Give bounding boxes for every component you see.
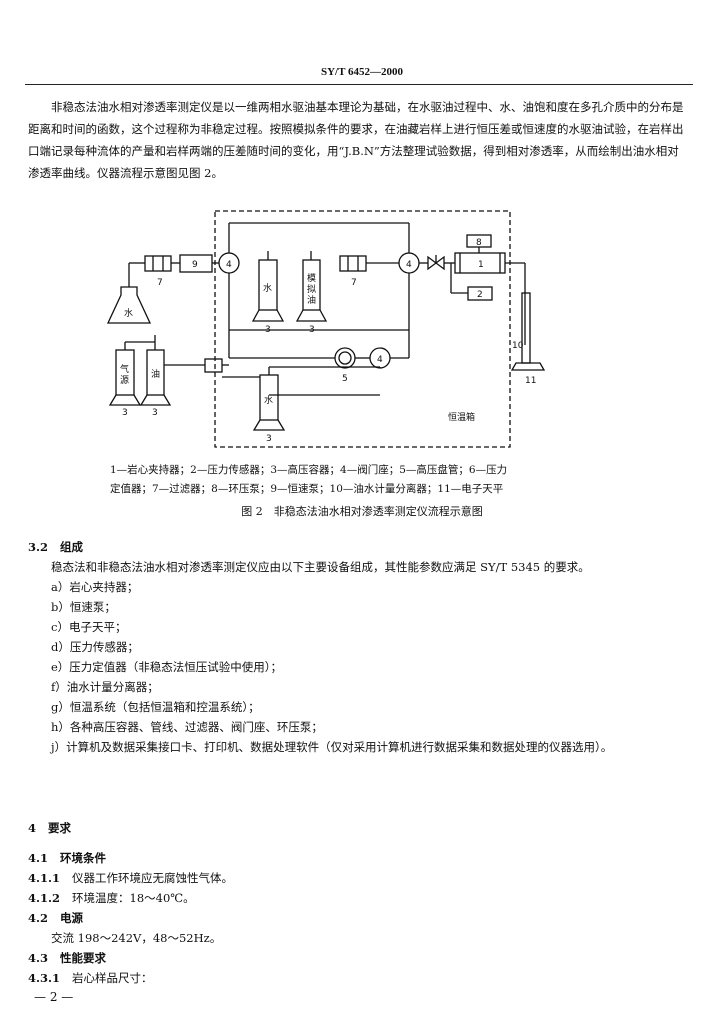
section-4-1-2-text: 环境温度：18～40℃。 [72, 891, 195, 905]
filter-left [144, 255, 172, 272]
caption-line-2: 定值器；7—过滤器；8—环压泵；9—恒速泵；10—油水计量分离器；11—电子天平 [110, 483, 504, 495]
label-1: 1 [478, 260, 484, 270]
label-8: 8 [476, 238, 482, 248]
page-number: — 2 — [34, 990, 74, 1004]
label-4-left: 4 [226, 260, 232, 270]
list-item-g: g）恒温系统（包括恒温箱和控温系统）； [51, 700, 260, 714]
label-sim-oil-1: 模 [307, 273, 316, 284]
label-gas-1: 气 [120, 363, 129, 375]
label-7-right: 7 [351, 278, 357, 288]
label-10: 10 [512, 341, 524, 351]
section-4-title: 要求 [48, 821, 72, 835]
label-water-lower: 水 [264, 394, 273, 406]
list-item-b: b）恒速泵； [51, 600, 116, 614]
section-4-1-1-text: 仪器工作环境应无腐蚀性气体。 [72, 871, 234, 885]
intro-block: 非稳态法油水相对渗透率测定仪是以一维两相水驱油基本理论为基础，在水驱油过程中、水… [28, 96, 688, 184]
oil-water-separator [521, 292, 531, 364]
header-rule [25, 84, 693, 85]
label-4-right: 4 [406, 260, 412, 270]
label-sim-oil-3: 油 [307, 294, 316, 306]
section-4-2-text: 交流 198～242V，48～52Hz。 [51, 931, 222, 945]
pressure-sensor [467, 286, 493, 301]
label-water-flask: 水 [124, 307, 133, 319]
list-item-h: h）各种高压容器、管线、过滤器、阀门座、环压泵； [51, 720, 323, 734]
label-7-left: 7 [157, 278, 163, 288]
caption-line-1: 1—岩心夹持器；2—压力传感器；3—高压容器；4—阀门座；5—高压盘管；6—压力 [110, 464, 508, 476]
filter-right [339, 255, 367, 272]
pressure-setter [204, 358, 223, 373]
flow-diagram: 7 9 4 4 4 7 1 8 2 3 3 5 3 3 3 10 11 水 水 … [106, 210, 546, 448]
water-flask [106, 286, 152, 324]
label-3-lower: 3 [266, 434, 272, 444]
list-item-f: f）油水计量分离器； [51, 680, 159, 694]
list-item-j: j）计算机及数据采集接口卡、打印机、数据处理软件（仅对采用计算机进行数据采集和数… [51, 740, 613, 754]
intro-paragraph: 非稳态法油水相对渗透率测定仪是以一维两相水驱油基本理论为基础，在水驱油过程中、水… [28, 100, 684, 180]
label-gas-2: 源 [120, 375, 129, 386]
list-item-c: c）电子天平； [51, 620, 127, 634]
label-3-gas: 3 [122, 408, 128, 418]
label-oil: 油 [151, 368, 160, 380]
section-4-3-1-text: 岩心样品尺寸： [72, 971, 153, 985]
figure-title: 图 2 非稳态法油水相对渗透率测定仪流程示意图 [241, 505, 483, 518]
list-item-e: e）压力定值器（非稳态法恒压试验中使用）； [51, 660, 283, 674]
section-3-2-para: 稳态法和非稳态法油水相对渗透率测定仪应由以下主要设备组成，其性能参数应满足 SY… [51, 560, 590, 574]
list-item-d: d）压力传感器； [51, 640, 139, 654]
list-item-a: a）岩心夹持器； [51, 580, 139, 594]
label-3-oil: 3 [152, 408, 158, 418]
label-11: 11 [525, 376, 536, 386]
label-4-bottom: 4 [377, 355, 383, 365]
label-2: 2 [477, 290, 483, 300]
label-water-upper: 水 [263, 282, 272, 294]
high-pressure-coil [334, 347, 356, 369]
needle-valve [427, 255, 445, 271]
label-3-upper-a: 3 [265, 325, 271, 335]
label-thermostat: 恒温箱 [448, 411, 475, 423]
thermostat-box [214, 210, 511, 448]
label-3-upper-b: 3 [309, 325, 315, 335]
label-sim-oil-2: 拟 [307, 283, 316, 295]
page-header-code: SY/T 6452—2000 [320, 66, 403, 78]
label-9: 9 [192, 260, 198, 270]
section-4-num: 4 [28, 821, 37, 835]
label-5: 5 [342, 374, 348, 384]
electronic-balance [510, 362, 546, 371]
section-4: 4 要求 [28, 818, 688, 838]
